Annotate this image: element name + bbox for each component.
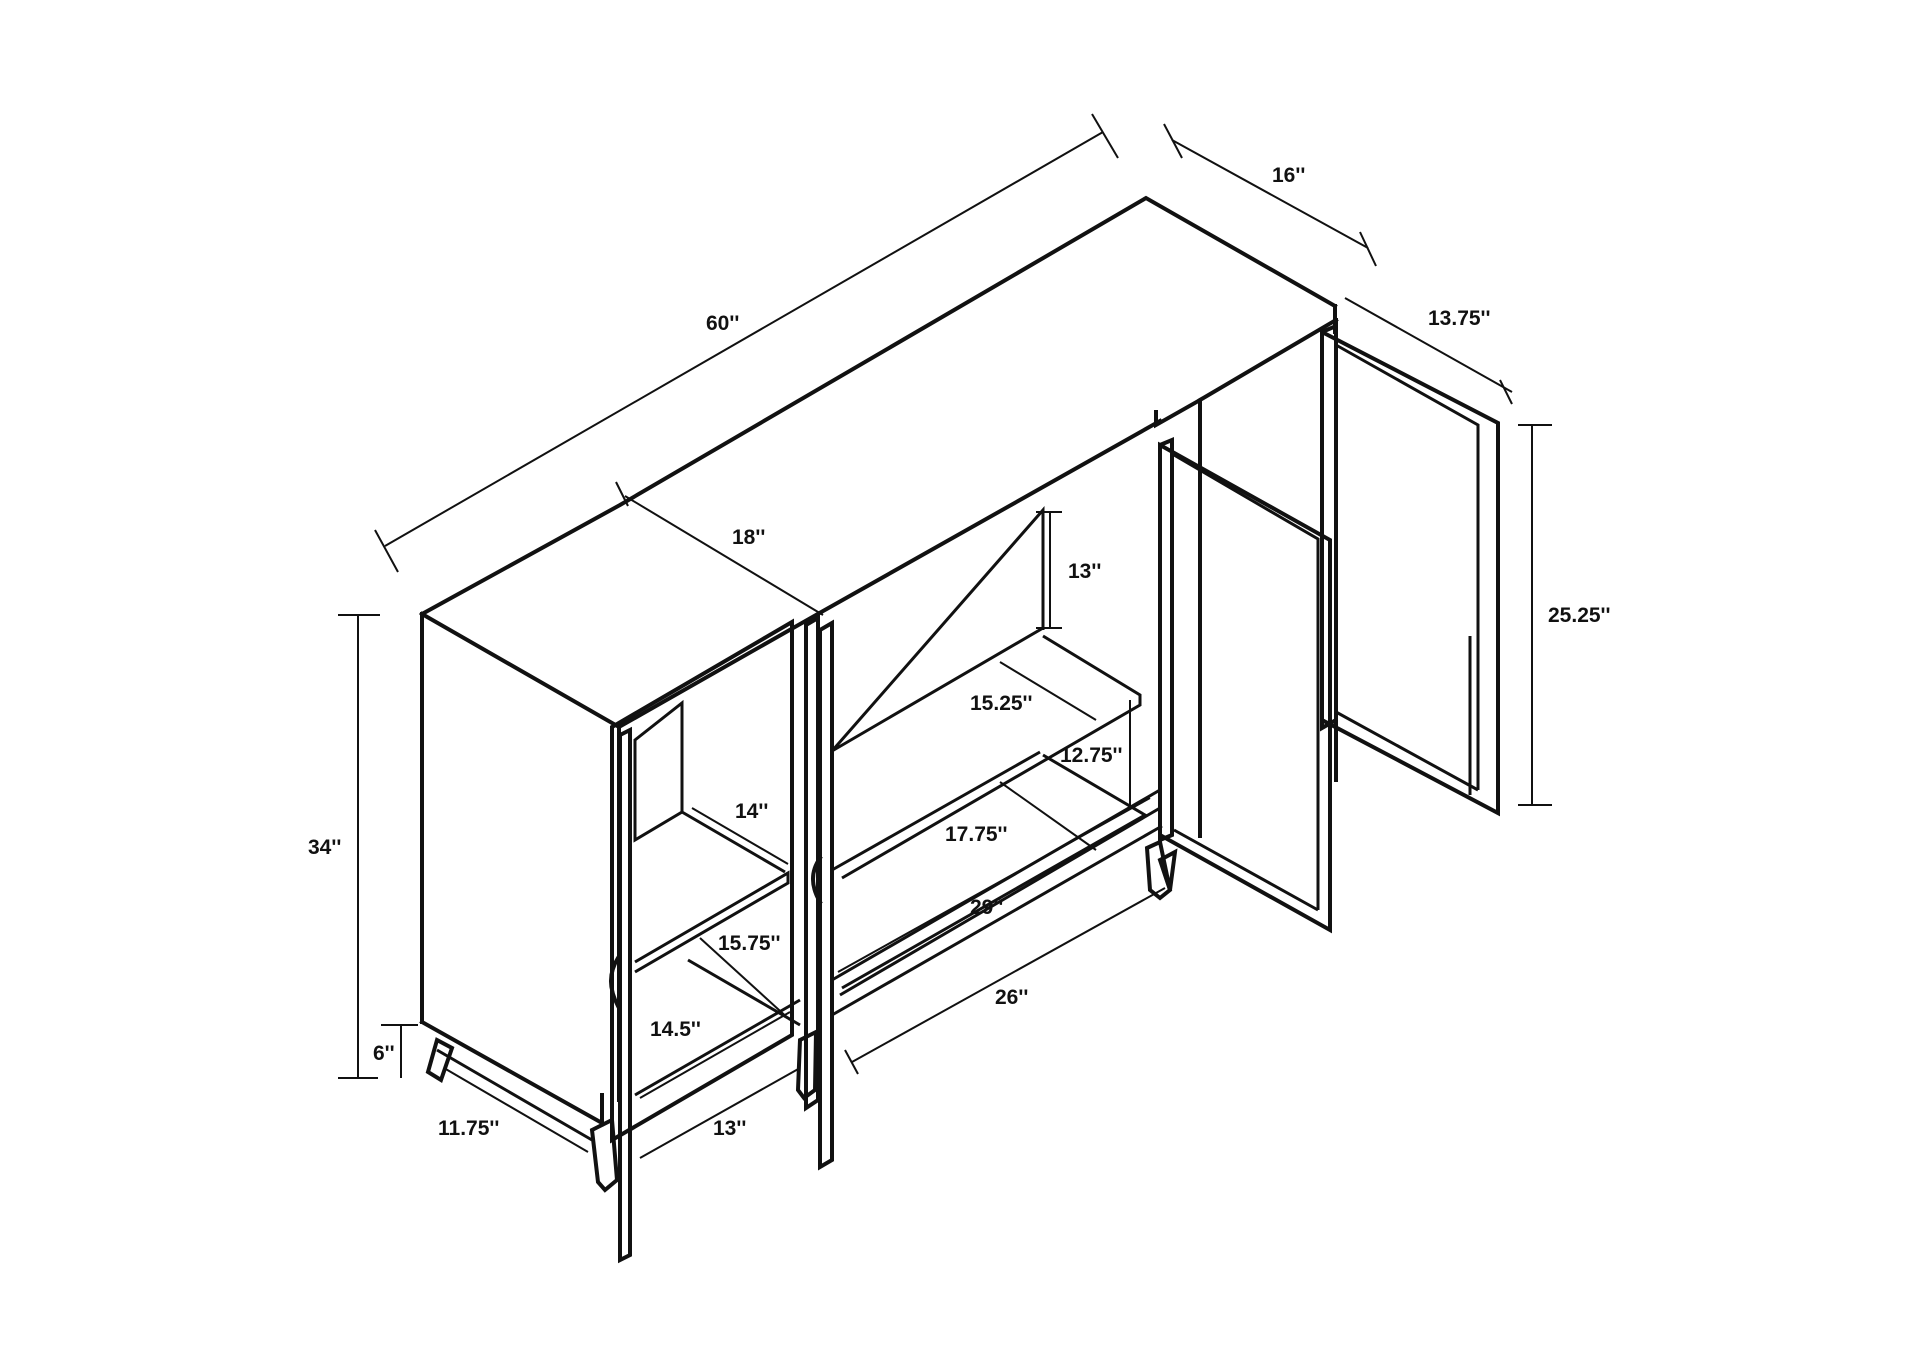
dim-line-15-25: [999, 661, 1097, 721]
dim-line-13-75: [1344, 297, 1513, 393]
left-interior-back: [633, 699, 684, 843]
right-section-front: [1154, 396, 1202, 838]
dim-line-26: [851, 887, 1166, 1063]
dim-tick-16-b: [1359, 231, 1377, 267]
label-center-lower-depth: 17.75'': [945, 823, 1008, 846]
dim-tick-16-a: [1163, 123, 1183, 159]
dimension-labels: 60'' 16'' 13.75'' 18'' 34'' 6'' 25.25'' …: [308, 164, 1611, 1140]
dim-tick-26: [844, 1049, 859, 1075]
left-bottom-edge: [634, 998, 801, 1097]
label-left-opening-width: 11.75'': [438, 1117, 499, 1140]
dim-line-14-5: [639, 1011, 791, 1099]
label-left-lower-depth: 15.75'': [718, 932, 781, 955]
dimension-lines: [338, 113, 1552, 1159]
right-door-edge: [1320, 322, 1338, 732]
dim-line-13-left: [639, 1067, 801, 1159]
dim-tick-60-a: [374, 529, 399, 573]
label-leg-height: 6'': [373, 1042, 395, 1065]
dim-line-16: [1171, 139, 1369, 249]
left-back-leg: [425, 1037, 455, 1084]
dim-line-11-75: [443, 1067, 589, 1153]
label-center-width: 29'': [970, 896, 1003, 919]
label-depth-left: 18'': [732, 526, 765, 549]
center-right-door-bevel-bottom: [1173, 828, 1319, 912]
left-door-handle: [609, 955, 621, 1009]
right-door-panel: [1320, 328, 1500, 817]
left-apron-line: [436, 1048, 593, 1142]
left-front-leg: [589, 1116, 620, 1193]
center-door-handle: [811, 855, 823, 905]
cabinet-top-front-edge: [419, 418, 1163, 730]
center-lower-shelf: [841, 753, 1148, 990]
label-left-door-width: 13'': [713, 1117, 746, 1140]
label-center-shelf-depth: 15.25'': [970, 692, 1033, 715]
label-left-lower-height: 14.5'': [650, 1018, 701, 1041]
center-right-leg: [1144, 839, 1173, 901]
dim-tick-13-75: [1499, 379, 1513, 405]
left-shelf-side: [681, 810, 786, 874]
right-door-bevel: [1335, 343, 1480, 790]
dim-line-29: [837, 797, 1151, 973]
label-total-width: 60'': [706, 312, 739, 335]
label-total-height: 34'': [308, 836, 341, 859]
left-door-edge: [618, 726, 632, 1264]
center-back-leg: [795, 1028, 819, 1101]
right-section-top: [1197, 317, 1339, 403]
dim-line-18: [624, 495, 824, 616]
center-right-door-bevel: [1173, 453, 1320, 910]
dim-line-15-75: [699, 937, 791, 1021]
label-depth-top: 16'': [1272, 164, 1305, 187]
label-center-top-height: 13'': [1068, 560, 1101, 583]
dim-tick-18: [615, 481, 629, 507]
center-right-door: [1158, 441, 1332, 934]
dim-line-17-75: [999, 781, 1097, 851]
cabinet-top-back-edge: [419, 195, 1338, 617]
cabinet-body: [419, 195, 1500, 1264]
center-right-door-edge: [1158, 437, 1174, 843]
right-door-bevel-bottom: [1335, 710, 1479, 792]
label-depth-right: 13.75'': [1428, 307, 1491, 330]
label-center-shelf-gap: 12.75'': [1060, 744, 1123, 767]
center-left-door: [818, 619, 834, 1171]
center-shelf-front: [831, 750, 1041, 872]
label-right-door-height: 25.25'': [1548, 604, 1611, 627]
dim-tick-60-b: [1091, 113, 1119, 159]
label-left-shelf-depth: 14'': [735, 800, 768, 823]
label-center-base-width: 26'': [995, 986, 1028, 1009]
left-door-panel: [610, 618, 794, 1144]
center-base-front: [831, 824, 1163, 1017]
center-shelf: [841, 634, 1142, 880]
left-bottom-back: [687, 958, 801, 1027]
center-right-leg-side: [1157, 848, 1178, 891]
dim-line-14: [691, 807, 789, 865]
dim-line-60: [384, 131, 1104, 547]
left-shelf: [634, 870, 790, 974]
